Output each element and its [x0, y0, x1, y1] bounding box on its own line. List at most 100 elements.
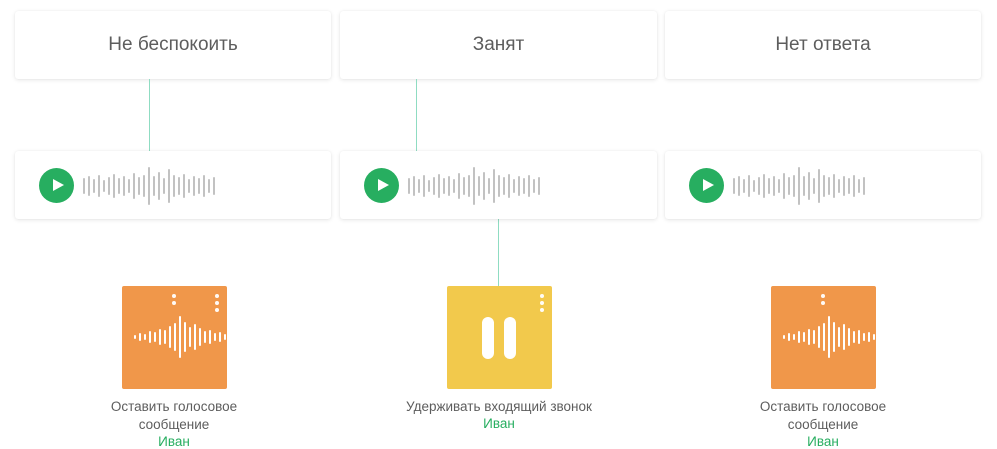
waveform-bar	[793, 334, 795, 340]
waveform-bar	[118, 177, 120, 194]
waveform-bar	[83, 177, 85, 194]
waveform-bar	[184, 322, 186, 352]
status-label: Занят	[472, 34, 525, 55]
waveform-bar	[818, 326, 820, 348]
waveform-bar	[169, 326, 171, 348]
waveform-bar	[813, 330, 815, 344]
waveform-bar	[164, 330, 166, 344]
status-label: Нет ответа	[775, 34, 871, 55]
status-card-do-not-disturb[interactable]: Не беспокоить	[15, 11, 331, 79]
waveform-bar	[463, 176, 465, 195]
waveform-bar	[88, 175, 90, 196]
waveform-bar	[123, 175, 125, 196]
waveform-bar	[768, 177, 770, 194]
play-icon[interactable]	[364, 168, 399, 203]
waveform-bar	[159, 329, 161, 345]
waveform-bar	[134, 335, 136, 339]
waveform-bar	[468, 174, 470, 197]
waveform-bar	[113, 173, 115, 198]
connector-line	[149, 79, 150, 151]
waveform-bar	[848, 177, 850, 194]
waveform-bar	[823, 174, 825, 197]
hold-call-tile[interactable]	[447, 286, 552, 389]
waveform-bar	[178, 176, 180, 195]
waveform-bar	[868, 332, 870, 342]
waveform-bar	[813, 177, 815, 194]
waveform-icon	[783, 314, 880, 360]
play-icon[interactable]	[689, 168, 724, 203]
assignee-name[interactable]: Иван	[807, 434, 839, 449]
voicemail-tile[interactable]	[771, 286, 880, 389]
waveform-bar	[748, 174, 750, 197]
waveform-bar	[108, 176, 110, 195]
waveform-bar	[758, 176, 760, 195]
waveform-bar	[788, 176, 790, 195]
waveform-bar	[98, 174, 100, 197]
waveform-bar	[803, 175, 805, 196]
waveform-bar	[783, 172, 785, 199]
waveform-bar	[863, 176, 865, 195]
voicemail-tile[interactable]	[122, 286, 231, 389]
waveform-bar	[448, 175, 450, 196]
waveform-bar	[174, 323, 176, 351]
waveform-bar	[763, 173, 765, 198]
waveform-bar	[204, 331, 206, 343]
waveform-bar	[858, 178, 860, 193]
more-options-icon[interactable]	[215, 294, 219, 312]
audio-waveform	[83, 165, 215, 206]
waveform-bar	[483, 171, 485, 200]
status-card-no-answer[interactable]: Нет ответа	[665, 11, 981, 79]
waveform-bar	[473, 166, 475, 205]
waveform-bar	[413, 175, 415, 196]
waveform-bar	[518, 175, 520, 196]
waveform-bar	[513, 178, 515, 193]
waveform-bar	[523, 177, 525, 194]
action-caption: Удерживать входящий звонок Иван	[404, 398, 594, 433]
waveform-bar	[133, 172, 135, 199]
waveform-bar	[154, 332, 156, 342]
action-caption: Оставить голосовое сообщение Иван	[79, 398, 269, 449]
waveform-bar	[778, 178, 780, 193]
waveform-bar	[493, 168, 495, 203]
waveform-bar	[168, 168, 170, 203]
waveform-bar	[433, 176, 435, 195]
waveform-bar	[818, 168, 820, 203]
audio-card-do-not-disturb	[15, 151, 331, 219]
waveform-bar	[443, 177, 445, 194]
waveform-bar	[773, 175, 775, 196]
waveform-bar	[828, 176, 830, 195]
waveform-bar	[209, 330, 211, 344]
action-label: Оставить голосовое сообщение	[759, 399, 887, 432]
waveform-bar	[153, 175, 155, 196]
waveform-bar	[199, 328, 201, 346]
waveform-bar	[138, 176, 140, 195]
waveform-bar	[144, 334, 146, 340]
status-card-busy[interactable]: Занят	[340, 11, 657, 79]
waveform-bar	[858, 330, 860, 344]
waveform-bar	[783, 335, 785, 339]
waveform-bar	[408, 177, 410, 194]
waveform-bar	[423, 174, 425, 197]
waveform-bar	[743, 178, 745, 193]
waveform-bar	[733, 177, 735, 194]
waveform-bar	[458, 172, 460, 199]
assignee-name[interactable]: Иван	[483, 416, 515, 431]
audio-card-busy	[340, 151, 657, 219]
waveform-bar	[498, 174, 500, 197]
play-icon[interactable]	[39, 168, 74, 203]
waveform-bar	[418, 178, 420, 193]
assignee-name[interactable]: Иван	[158, 434, 190, 449]
waveform-bar	[828, 316, 830, 358]
waveform-bar	[873, 334, 875, 340]
waveform-bar	[738, 175, 740, 196]
waveform-bar	[194, 324, 196, 350]
waveform-bar	[833, 173, 835, 198]
waveform-bar	[878, 335, 880, 339]
waveform-bar	[488, 177, 490, 194]
more-options-icon[interactable]	[540, 294, 544, 312]
waveform-bar	[219, 332, 221, 342]
waveform-bar	[533, 178, 535, 193]
waveform-bar	[93, 178, 95, 193]
waveform-bar	[193, 175, 195, 196]
